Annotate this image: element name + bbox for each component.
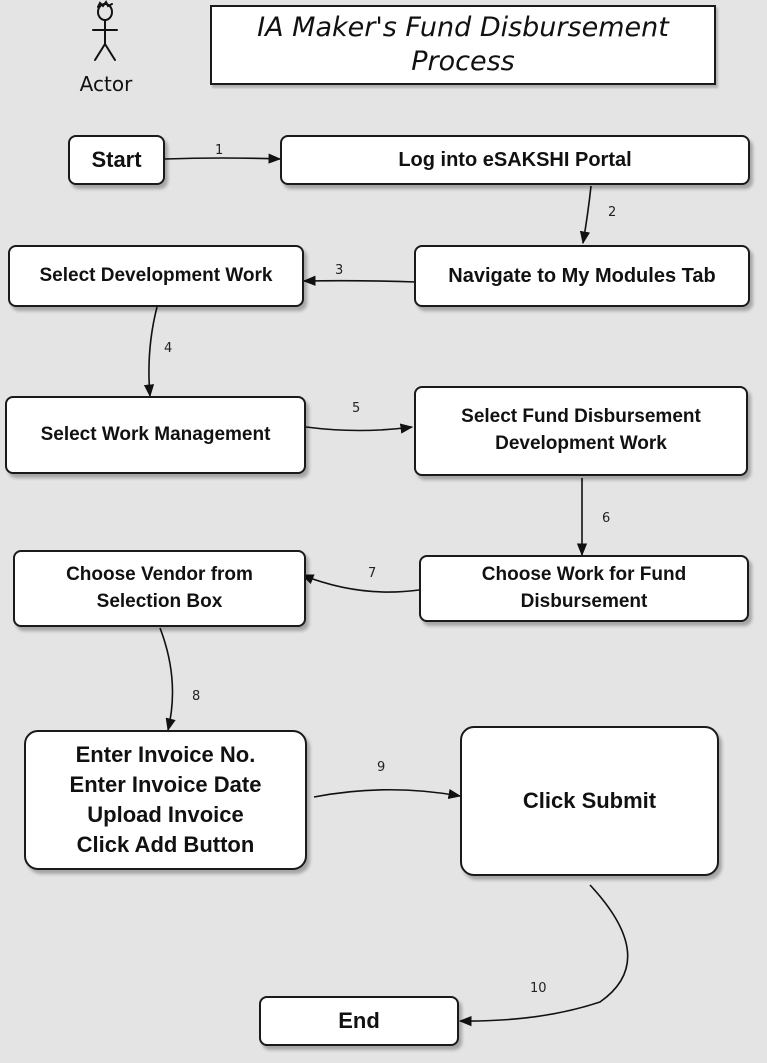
- edge-label-3: 3: [335, 263, 343, 278]
- edge-8: [159, 627, 176, 732]
- node-navigate-label: Navigate to My Modules Tab: [448, 264, 716, 287]
- node-click-submit: Click Submit: [460, 726, 719, 876]
- actor-icon: [92, 0, 118, 61]
- edge-label-4: 4: [164, 341, 172, 356]
- edge-4: [143, 306, 158, 398]
- edge-label-7: 7: [368, 566, 376, 581]
- node-choose-vendor: Choose Vendor from Selection Box: [13, 550, 306, 627]
- node-login-label: Log into eSAKSHI Portal: [398, 148, 632, 171]
- node-end-label: End: [338, 1008, 380, 1033]
- edge-10: [458, 884, 629, 1027]
- node-navigate: Navigate to My Modules Tab: [414, 245, 750, 307]
- edge-9: [313, 788, 462, 800]
- node-choose-work-label: Choose Work for Fund Disbursement: [481, 563, 687, 612]
- edge-7: [300, 574, 420, 593]
- node-click-submit-label: Click Submit: [522, 788, 657, 813]
- node-select-work-management: Select Work Management: [5, 396, 306, 474]
- edge-label-10: 10: [530, 981, 547, 996]
- edge-label-9: 9: [377, 760, 385, 775]
- actor-label: Actor: [79, 72, 133, 96]
- edge-label-8: 8: [192, 689, 200, 704]
- diagram-title-text: IA Maker's Fund Disbursement Process: [257, 12, 669, 77]
- edge-label-5: 5: [352, 401, 360, 416]
- node-select-fund-disbursement: Select Fund Disbursement Development Wor…: [414, 386, 748, 476]
- edge-3: [302, 275, 417, 286]
- diagram-title: IA Maker's Fund Disbursement Process: [210, 5, 716, 85]
- node-login: Log into eSAKSHI Portal: [280, 135, 750, 185]
- node-choose-work: Choose Work for Fund Disbursement: [419, 555, 749, 622]
- edge-5: [305, 423, 414, 434]
- node-select-development-work-label: Select Development Work: [39, 265, 273, 286]
- node-choose-vendor-label: Choose Vendor from Selection Box: [66, 563, 253, 612]
- edge-label-6: 6: [602, 511, 610, 526]
- edge-label-1: 1: [215, 143, 223, 158]
- node-select-fund-disbursement-label: Select Fund Disbursement Development Wor…: [461, 406, 701, 454]
- node-select-work-management-label: Select Work Management: [40, 424, 271, 445]
- node-invoice: Enter Invoice No. Enter Invoice Date Upl…: [24, 730, 307, 870]
- node-invoice-label: Enter Invoice No. Enter Invoice Date Upl…: [69, 742, 262, 857]
- edge-1: [164, 153, 282, 164]
- node-start: Start: [68, 135, 165, 185]
- edge-2: [579, 185, 592, 245]
- edge-label-2: 2: [608, 205, 616, 220]
- node-end: End: [259, 996, 459, 1046]
- node-select-development-work: Select Development Work: [8, 245, 304, 307]
- node-start-label: Start: [91, 147, 142, 172]
